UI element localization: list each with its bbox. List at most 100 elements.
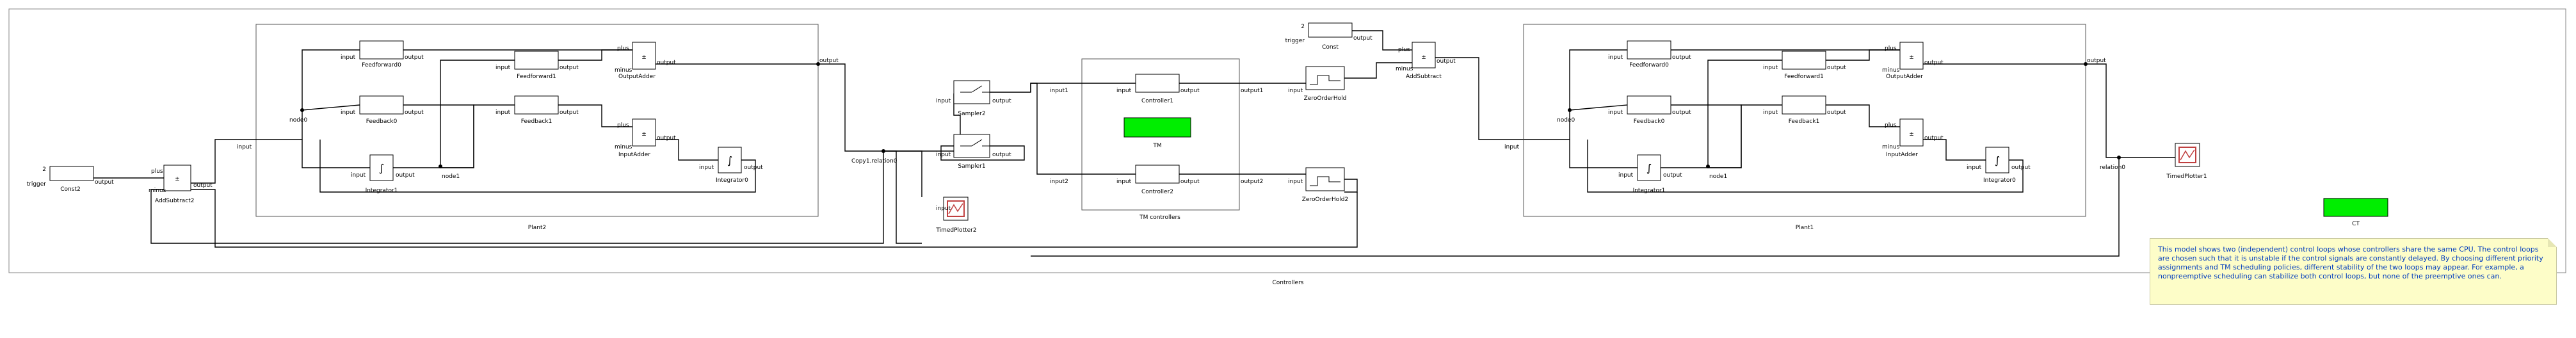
left-output-adder[interactable] (632, 42, 656, 70)
right-input-adder-plus: plus (1885, 122, 1897, 129)
left-feedforward0-label: Feedforward0 (362, 62, 401, 68)
add-subtract2-minus-port: minus (149, 188, 166, 194)
controller1-block[interactable] (1135, 74, 1180, 93)
left-input-adder-minus: minus (615, 144, 632, 150)
controller1-output: output (1180, 88, 1200, 94)
plant2-wires (256, 49, 818, 193)
left-input-adder-symbol: ± (641, 131, 647, 138)
left-input-adder-output: output (657, 135, 676, 141)
right-output-adder-minus: minus (1882, 67, 1900, 74)
left-loop-wires (93, 63, 961, 244)
right-output-adder-output: output (1924, 60, 1944, 66)
right-output-adder-plus: plus (1885, 45, 1897, 52)
plant1-frame[interactable] (1523, 24, 2086, 217)
left-integrator1[interactable] (369, 154, 394, 181)
right-output-adder[interactable] (1899, 42, 1924, 70)
ct-director[interactable] (2323, 198, 2388, 217)
controller2-block[interactable] (1135, 165, 1180, 184)
left-input-adder-plus: plus (617, 122, 629, 129)
controller1-input: input (1116, 88, 1132, 94)
right-feedback0[interactable] (1627, 95, 1671, 115)
left-feedback1-output: output (559, 109, 579, 116)
add-subtract2-output-port: output (193, 182, 213, 189)
right-feedback1[interactable] (1782, 95, 1826, 115)
add-subtract2-block[interactable] (163, 165, 191, 191)
copy1-relation0-junction[interactable] (881, 149, 885, 153)
model-frame (8, 8, 2566, 273)
annotation-note-text: This model shows two (independent) contr… (2158, 245, 2543, 280)
right-integrator0-symbol: ∫ (1995, 154, 2000, 166)
left-input-adder[interactable] (632, 118, 656, 147)
left-output-adder-minus: minus (615, 67, 632, 74)
right-node1-label: node1 (1709, 173, 1727, 180)
add-subtract-symbol: ± (1421, 54, 1426, 61)
sampler2-label: Sampler2 (958, 111, 985, 117)
right-node0-label: node0 (1557, 117, 1575, 124)
left-integrator0-output: output (744, 165, 763, 171)
middle-wires (191, 30, 2120, 257)
plot-icon-trace (948, 203, 963, 214)
tm-controllers-output2: output2 (1241, 179, 1263, 185)
const-label: Const (1322, 44, 1339, 51)
sampler1-label: Sampler1 (958, 163, 985, 170)
relation0-junction[interactable] (2117, 156, 2121, 159)
left-feedback1-input: input (495, 109, 511, 116)
right-integrator0-label: Integrator0 (1983, 177, 2016, 184)
relation0-label: relation0 (2100, 165, 2125, 171)
plant1-output-port: output (2087, 58, 2106, 64)
plant2-output-port: output (819, 58, 839, 64)
left-feedforward1-label: Feedforward1 (517, 74, 556, 80)
right-output-adder-symbol: ± (1909, 54, 1914, 61)
const2-trigger-port: trigger (27, 181, 47, 188)
plant2-frame[interactable] (255, 24, 819, 217)
right-input-adder[interactable] (1899, 118, 1924, 147)
plant1-label: Plant1 (1796, 225, 1814, 231)
zero-order-hold2-icon (1310, 176, 1340, 186)
right-feedback0-output: output (1672, 109, 1691, 116)
left-feedback0[interactable] (359, 95, 404, 115)
tm-block[interactable] (1123, 117, 1191, 138)
left-integrator0[interactable] (718, 147, 742, 173)
right-input-adder-label: InputAdder (1886, 152, 1918, 158)
add-subtract-block[interactable] (1412, 42, 1436, 68)
zero-order-hold2-label: ZeroOrderHold2 (1302, 197, 1349, 203)
add-subtract2-plus-port: plus (151, 168, 163, 175)
add-subtract-minus-port: minus (1396, 66, 1413, 72)
const2-block[interactable] (49, 166, 94, 181)
left-integrator0-input: input (699, 165, 714, 171)
sampler2-output: output (992, 98, 1011, 104)
left-feedforward1-output: output (559, 65, 579, 71)
right-integrator0-output: output (2011, 165, 2031, 171)
annotation-note[interactable]: This model shows two (independent) contr… (2150, 238, 2557, 305)
left-feedforward0[interactable] (359, 40, 404, 60)
left-output-adder-label: OutputAdder (618, 74, 656, 80)
controller2-input: input (1116, 179, 1132, 185)
right-feedforward0[interactable] (1627, 40, 1671, 60)
const-block[interactable] (1308, 22, 1353, 38)
left-input-adder-label: InputAdder (618, 152, 650, 158)
controller2-output: output (1180, 179, 1200, 185)
tm-controllers-frame[interactable] (1081, 58, 1240, 211)
right-integrator1-output: output (1663, 172, 1682, 179)
right-feedforward1-input: input (1763, 65, 1778, 71)
const-output-port: output (1353, 35, 1373, 42)
left-feedback1[interactable] (514, 95, 559, 115)
left-feedforward1[interactable] (514, 51, 559, 70)
right-feedback0-input: input (1608, 109, 1623, 116)
right-output-adder-label: OutputAdder (1886, 74, 1923, 80)
right-feedforward1[interactable] (1782, 51, 1826, 70)
add-subtract2-label: AddSubtract2 (155, 198, 195, 204)
zero-order-hold-block[interactable] (1305, 66, 1345, 90)
const-trigger-port: trigger (1285, 38, 1305, 44)
right-integrator1[interactable] (1637, 154, 1661, 181)
right-feedforward1-output: output (1827, 65, 1846, 71)
right-integrator1-label: Integrator1 (1633, 188, 1666, 194)
tm-controllers-label: TM controllers (1139, 214, 1180, 221)
left-output-adder-plus: plus (617, 45, 629, 52)
timed-plotter1-label: TimedPlotter1 (2166, 173, 2207, 180)
left-feedforward1-input: input (495, 65, 511, 71)
right-feedforward1-label: Feedforward1 (1784, 74, 1824, 80)
left-integrator0-label: Integrator0 (716, 177, 748, 184)
zero-order-hold2-block[interactable] (1305, 167, 1345, 191)
